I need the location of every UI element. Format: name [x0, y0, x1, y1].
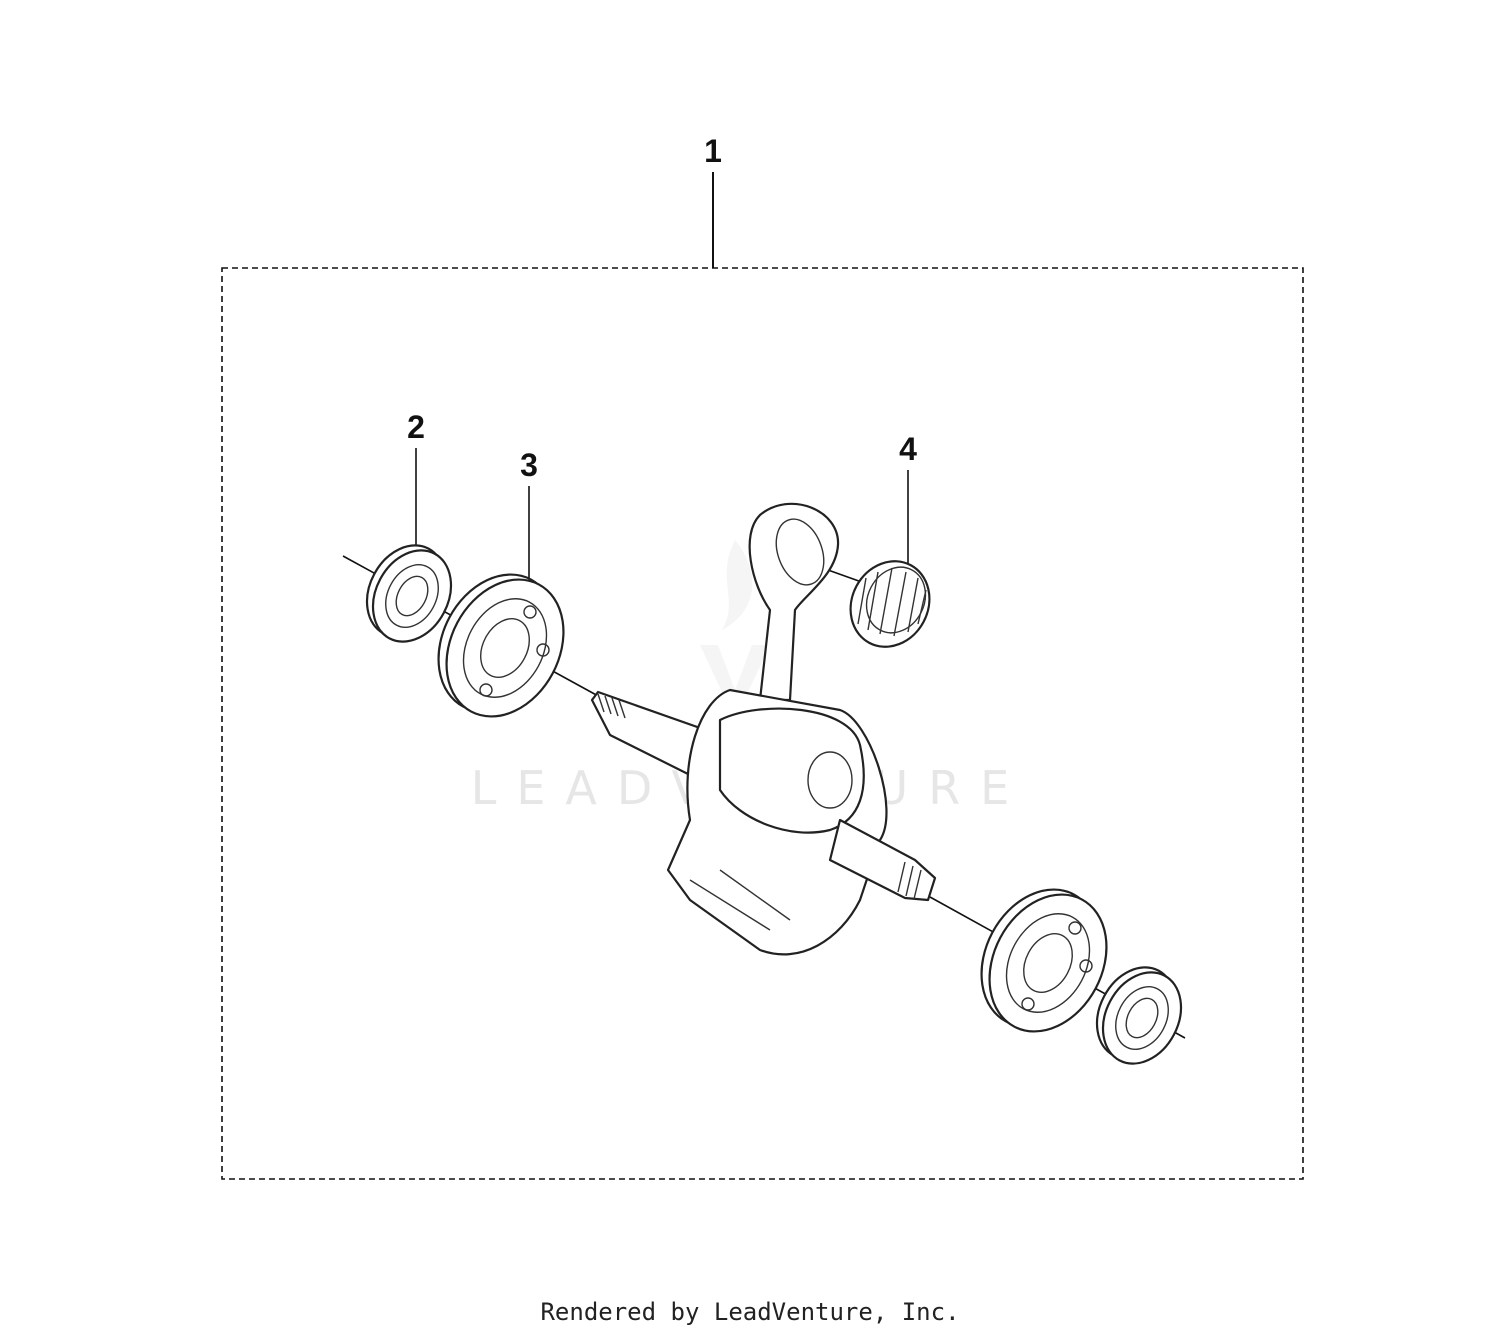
assembly-group — [221, 172, 1304, 1180]
ball-bearing-left[interactable] — [416, 554, 587, 737]
callout-2[interactable]: 2 — [407, 409, 425, 445]
watermark-flame-logo — [700, 540, 770, 720]
oil-seal-right[interactable] — [1082, 954, 1197, 1078]
needle-bearing[interactable] — [836, 547, 944, 660]
oil-seal-left[interactable] — [352, 532, 467, 656]
callout-4[interactable]: 4 — [899, 431, 917, 467]
assembly-dashed-box — [221, 267, 1304, 1180]
crankshaft-assembly[interactable] — [590, 502, 937, 956]
callout-1[interactable]: 1 — [704, 133, 722, 169]
footer-rendered-by: Rendered by LeadVenture, Inc. — [540, 1298, 960, 1326]
callout-3[interactable]: 3 — [520, 447, 538, 483]
ball-bearing-right[interactable] — [959, 869, 1130, 1052]
